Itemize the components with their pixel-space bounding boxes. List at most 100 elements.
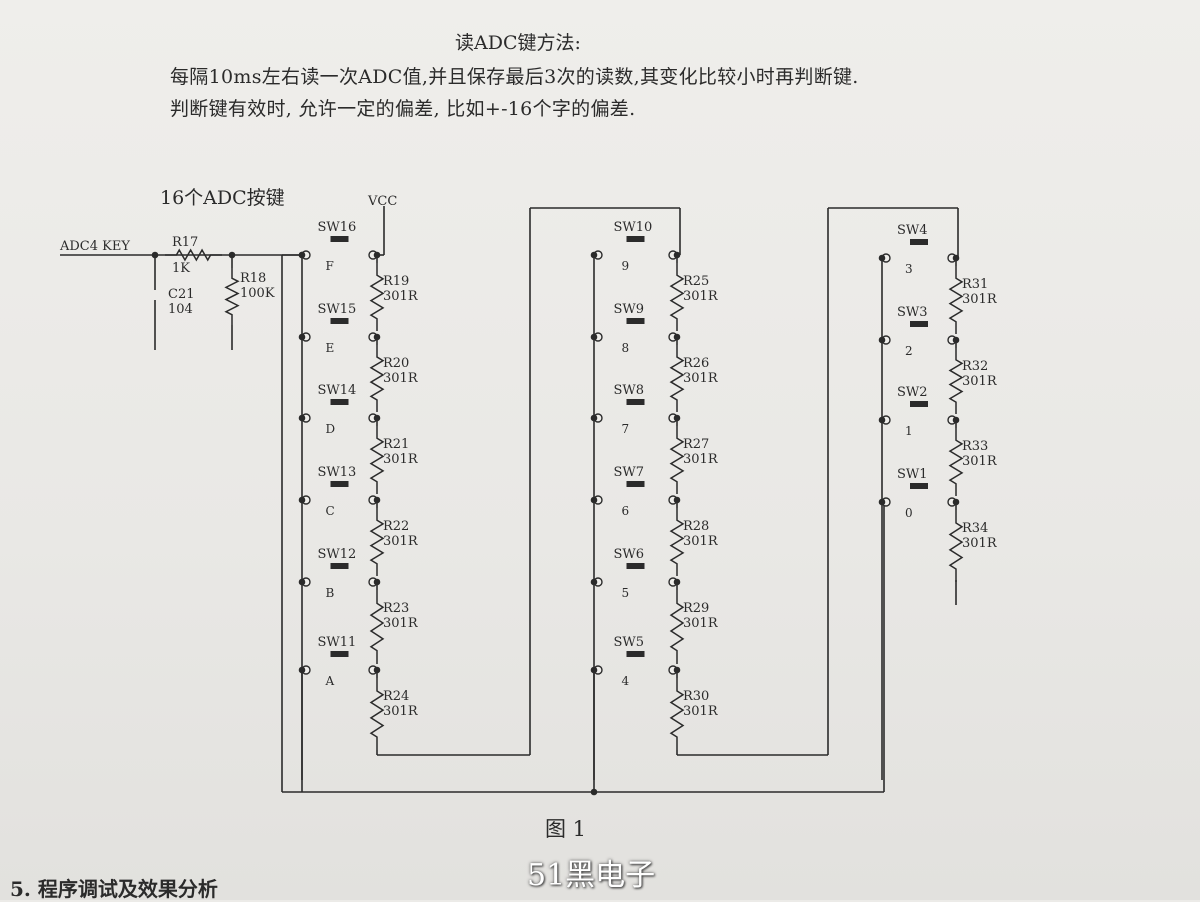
c21-value: 104	[168, 302, 193, 317]
method-heading: 读ADC键方法:	[455, 32, 581, 54]
switch-key-1: 1	[905, 424, 913, 438]
switch-label-sw6: SW6	[614, 547, 645, 562]
resistor-name-r30: R30	[683, 689, 709, 704]
resistor-r24	[369, 678, 385, 750]
junction-dot	[373, 333, 381, 341]
switch-button-cap	[330, 318, 349, 324]
switch-key-8: 8	[622, 341, 630, 355]
switch-label-sw15: SW15	[318, 302, 357, 317]
junction-dot	[590, 414, 598, 422]
switch-key-A: A	[325, 674, 335, 688]
resistor-r27	[669, 426, 685, 494]
switch-key-E: E	[326, 341, 335, 355]
resistor-name-r34: R34	[962, 521, 988, 536]
switch-button-cap	[626, 563, 645, 569]
resistor-value-r21: 301R	[383, 452, 419, 467]
switch-button-cap	[330, 236, 349, 242]
switch-key-6: 6	[622, 504, 630, 518]
resistor-value-r26: 301R	[683, 371, 719, 386]
resistor-value-r25: 301R	[683, 289, 719, 304]
switch-key-D: D	[326, 422, 336, 436]
switch-key-5: 5	[622, 586, 630, 600]
switch-key-2: 2	[905, 344, 913, 358]
resistor-name-r32: R32	[962, 359, 988, 374]
switch-label-sw14: SW14	[318, 383, 357, 398]
resistor-r29	[669, 590, 685, 664]
switch-button-cap	[910, 239, 928, 245]
r17-value: 1K	[172, 261, 190, 276]
junction-dot	[590, 496, 598, 504]
switch-label-sw11: SW11	[318, 635, 357, 650]
resistor-name-r25: R25	[683, 274, 709, 289]
switch-key-F: F	[326, 259, 334, 273]
switch-button-cap	[626, 399, 645, 405]
junction-dot	[590, 578, 598, 586]
resistor-r34	[948, 510, 964, 582]
switch-button-cap	[910, 321, 928, 327]
resistor-r17	[165, 248, 222, 262]
junction-dot	[878, 336, 886, 344]
switch-button-cap	[330, 651, 349, 657]
resistor-value-r31: 301R	[962, 292, 998, 307]
switch-label-sw16: SW16	[318, 220, 357, 235]
junction-dot	[151, 251, 159, 259]
method-line-2: 判断键有效时, 允许一定的偏差, 比如+-16个字的偏差.	[170, 98, 636, 120]
switch-key-4: 4	[622, 674, 630, 688]
junction-dot	[673, 666, 681, 674]
resistor-name-r26: R26	[683, 356, 709, 371]
figure-caption: 图 1	[545, 817, 587, 841]
resistor-r19	[369, 263, 385, 331]
switch-button-cap	[910, 401, 928, 407]
section-heading: 5. 程序调试及效果分析	[10, 877, 218, 901]
resistor-value-r34: 301R	[962, 536, 998, 551]
circuit-title: 16个ADC按键	[160, 187, 285, 209]
resistor-r18	[224, 268, 240, 325]
junction-dot	[298, 333, 306, 341]
switch-key-7: 7	[622, 422, 630, 436]
resistor-name-r31: R31	[962, 277, 988, 292]
switch-button-cap	[330, 399, 349, 405]
junction-dot	[373, 496, 381, 504]
junction-dot	[878, 254, 886, 262]
switch-label-sw4: SW4	[897, 223, 928, 238]
junction-dot	[373, 578, 381, 586]
switch-key-3: 3	[905, 262, 913, 276]
junction-dot	[952, 498, 960, 506]
resistor-value-r28: 301R	[683, 534, 719, 549]
junction-dot	[673, 578, 681, 586]
switch-key-B: B	[326, 586, 335, 600]
junction-dot	[673, 333, 681, 341]
junction-dot	[952, 336, 960, 344]
resistor-name-r21: R21	[383, 437, 409, 452]
switch-label-sw12: SW12	[318, 547, 357, 562]
resistor-value-r27: 301R	[683, 452, 719, 467]
switch-label-sw5: SW5	[614, 635, 645, 650]
resistor-r21	[369, 426, 385, 494]
r17-name: R17	[172, 235, 198, 250]
resistor-value-r19: 301R	[383, 289, 419, 304]
resistor-r31	[948, 266, 964, 334]
junction-dot	[373, 414, 381, 422]
resistor-value-r30: 301R	[683, 704, 719, 719]
switch-button-cap	[626, 318, 645, 324]
resistor-r20	[369, 345, 385, 412]
junction-dot	[590, 788, 598, 796]
watermark: 51黑电子	[527, 858, 656, 893]
junction-dot	[228, 251, 236, 259]
junction-dot	[878, 416, 886, 424]
switch-button-cap	[330, 563, 349, 569]
junction-dot	[952, 416, 960, 424]
switch-button-cap	[910, 483, 928, 489]
method-line-1: 每隔10ms左右读一次ADC值,并且保存最后3次的读数,其变化比较小时再判断键.	[170, 66, 859, 88]
junction-dot	[590, 251, 598, 259]
resistor-r22	[369, 508, 385, 576]
r18-value: 100K	[240, 286, 275, 301]
switch-label-sw13: SW13	[318, 465, 357, 480]
resistor-name-r19: R19	[383, 274, 409, 289]
switch-button-cap	[626, 651, 645, 657]
switch-button-cap	[330, 481, 349, 487]
resistor-value-r24: 301R	[383, 704, 419, 719]
resistor-r23	[369, 590, 385, 664]
